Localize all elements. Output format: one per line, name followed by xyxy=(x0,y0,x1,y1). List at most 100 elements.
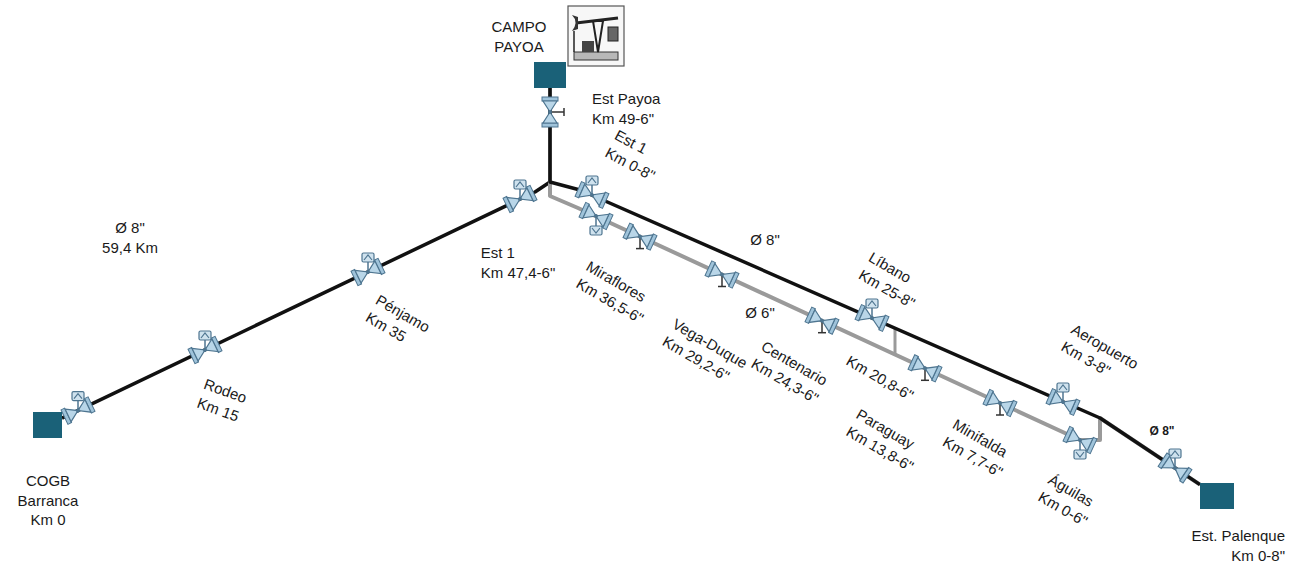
actuator-box xyxy=(362,253,374,262)
valve-wedge xyxy=(192,344,208,361)
valve-body xyxy=(351,258,385,285)
actuator-box xyxy=(72,392,84,401)
station-label: Águilas Km 0-6" xyxy=(1035,470,1101,531)
valve-wedge xyxy=(1067,429,1083,446)
valve-symbol xyxy=(705,261,739,288)
valve-hub xyxy=(1060,399,1065,404)
text-line: Km 0 xyxy=(18,510,79,530)
valve-hub xyxy=(589,192,594,197)
valve-wedge xyxy=(912,357,928,374)
valve-symbol xyxy=(188,331,222,364)
handwheel-bar xyxy=(718,286,726,288)
station-label: Est 1 Km 47,4-6" xyxy=(481,243,556,282)
text-line: 59,4 Km xyxy=(102,237,158,257)
station-node: COGB Barranca Km 0 xyxy=(33,412,62,438)
station-label-box: Miraflores Km 36,5-6" xyxy=(573,256,657,327)
station-label-box: Est Payoa Km 49-6" xyxy=(592,89,660,128)
valve-symbols xyxy=(61,97,1192,483)
valve-body xyxy=(188,336,222,363)
station-label: Ø 8" 59,4 Km xyxy=(102,218,158,257)
valve-wedge xyxy=(859,307,875,324)
actuator-mark xyxy=(516,182,524,187)
valve-wedge xyxy=(1077,434,1093,451)
actuator-mark xyxy=(592,228,600,233)
station-label-box: Minifalda Km 7,7-6" xyxy=(940,415,1017,482)
pipe-line xyxy=(550,88,1200,485)
pipe-line xyxy=(62,88,550,418)
valve-symbol xyxy=(805,307,839,334)
station-label-box: Aeropuerto Km 3-8" xyxy=(1058,320,1142,391)
station-label-box: Est 1 Km 0-8" xyxy=(602,125,668,185)
text-line: Est 1 xyxy=(481,243,556,263)
valve-symbol xyxy=(579,202,613,235)
valve-body xyxy=(61,397,95,424)
text-line: Km 49-6" xyxy=(592,108,660,128)
station-label-box: Km 20,8-6" xyxy=(843,351,917,405)
valve-hub xyxy=(819,318,824,323)
station-label-box: Centenario Km 24,3-6" xyxy=(748,336,832,407)
valve-wedge xyxy=(507,193,523,210)
valve-body xyxy=(908,355,942,382)
station-label-box: Vega-Duque Km 29,2-6" xyxy=(659,314,751,389)
branch-pipe xyxy=(894,329,897,354)
valve-hub xyxy=(75,408,80,413)
station-square xyxy=(534,62,566,88)
valve-wedge xyxy=(202,339,218,356)
station-name: Est. Palenque Km 0-8" xyxy=(1192,526,1285,565)
actuator-mark xyxy=(1076,452,1084,457)
station-label: Centenario Km 24,3-6" xyxy=(748,336,832,407)
station-square xyxy=(1200,483,1234,509)
actuator-mark xyxy=(588,178,596,183)
valve-hub xyxy=(1077,437,1082,442)
valve-body xyxy=(1046,389,1080,416)
text-line: Km 0-8" xyxy=(1192,545,1285,565)
valve-symbol xyxy=(503,180,537,213)
station-node: Est. Palenque Km 0-8" xyxy=(1200,483,1234,509)
station-label-box: Ø 8" xyxy=(750,230,780,250)
valve-hub xyxy=(593,213,598,218)
actuator-box xyxy=(866,299,878,308)
station-label: Rodeo Km 15 xyxy=(195,374,250,426)
jack-horsehead xyxy=(572,15,578,31)
valve-wedge xyxy=(869,312,885,329)
actuator-mark xyxy=(1171,451,1179,456)
station-label: Ø 8" xyxy=(1149,424,1174,440)
text-line: Barranca xyxy=(18,490,79,510)
valve-body xyxy=(805,307,839,334)
actuator-mark xyxy=(1059,385,1067,390)
actuator-box xyxy=(1057,383,1069,392)
valve-wedge xyxy=(583,205,599,222)
handwheel-bar xyxy=(818,332,826,334)
station-name: CAMPO PAYOA xyxy=(491,17,546,56)
text-line: Km 47,4-6" xyxy=(481,262,556,282)
valve-symbol xyxy=(855,299,889,331)
actuator-box xyxy=(586,176,598,185)
station-node: CAMPO PAYOA xyxy=(534,62,566,88)
valve-symbol xyxy=(1046,383,1080,415)
handwheel-stem xyxy=(550,111,564,113)
valve-wedge xyxy=(987,392,1003,409)
station-label: Paraguay Km 13,8-6" xyxy=(843,404,927,475)
station-label: Ø 8" xyxy=(750,230,780,250)
station-label: Pénjamo Km 35 xyxy=(363,290,434,353)
handwheel-bar xyxy=(996,414,1004,416)
valve-wedge xyxy=(517,188,533,205)
jack-base xyxy=(574,52,618,60)
actuator-box xyxy=(1074,450,1086,459)
valve-hub xyxy=(365,269,370,274)
station-label-box: Ø 6" xyxy=(745,303,775,323)
actuator-box xyxy=(1169,449,1181,458)
station-label: Minifalda Km 7,7-6" xyxy=(940,415,1017,482)
station-square xyxy=(33,412,62,438)
jack-motor xyxy=(582,41,594,52)
icon-frame xyxy=(568,6,624,66)
actuator-mark xyxy=(868,301,876,306)
station-label: Miraflores Km 36,5-6" xyxy=(573,256,657,327)
valve-wedge xyxy=(355,266,371,283)
text-line: CAMPO xyxy=(491,17,546,37)
valve-body xyxy=(575,182,609,209)
station-label: Km 20,8-6" xyxy=(843,351,917,405)
station-label: Aeropuerto Km 3-8" xyxy=(1058,320,1142,391)
